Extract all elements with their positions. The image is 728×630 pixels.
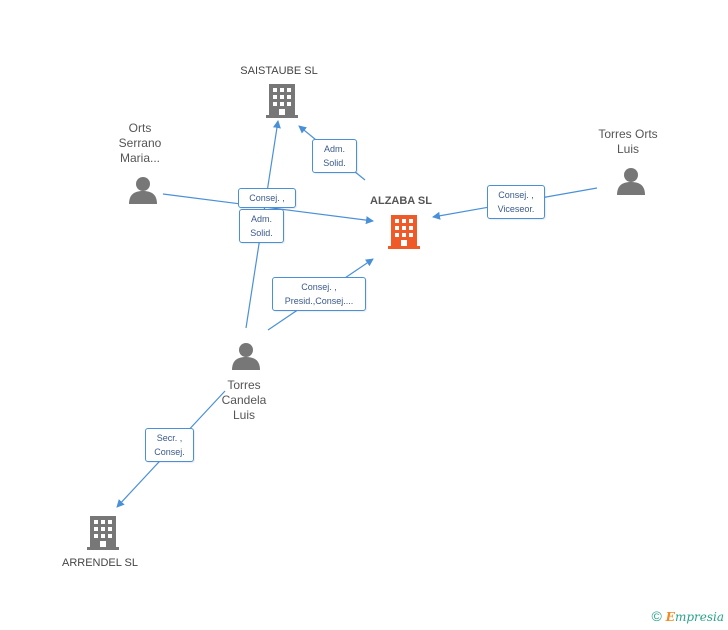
company-label-saistaube[interactable]: SAISTAUBE SL: [240, 65, 318, 77]
edge-label-line: Adm.: [323, 144, 345, 154]
person-label-line: Torres Orts: [598, 127, 658, 141]
copyright-brand: ©Empresia: [651, 608, 724, 624]
person-label-line: Torres: [227, 378, 261, 392]
edge-label-saistaube-alzaba[interactable]: Adm. Solid.: [312, 139, 357, 173]
person-label-line: Serrano: [118, 136, 162, 150]
company-label-alzaba[interactable]: ALZABA SL: [370, 195, 432, 207]
copyright-icon: ©: [651, 608, 662, 624]
edge-label-line: Consej. ,: [249, 193, 285, 203]
edge-label-orts-alzaba-adm[interactable]: Adm. Solid.: [239, 209, 284, 243]
edge-label-line: Presid.,Consej....: [284, 296, 354, 306]
brand-logo-text: mpresia: [674, 610, 724, 624]
person-label-line: Luis: [232, 408, 255, 422]
edge-label-line: Adm.: [250, 214, 272, 224]
person-icon-torres-candela[interactable]: [231, 342, 261, 370]
edge-label-line: Secr. ,: [156, 433, 183, 443]
edge-label-line: Consej. ,: [498, 190, 534, 200]
person-label-line: Candela: [221, 393, 267, 407]
building-icon-saistaube[interactable]: [266, 84, 298, 118]
edge-label-line: Consej. ,: [301, 282, 337, 292]
company-label-arrendel[interactable]: ARRENDEL SL: [61, 557, 138, 569]
edge-label-line: Solid.: [250, 228, 273, 238]
edge-label-line: Consej.: [154, 447, 185, 457]
brand-logo-initial: E: [665, 610, 675, 624]
person-label-torres-orts[interactable]: Torres Orts Luis: [583, 127, 673, 157]
edge-label-candela-alzaba[interactable]: Consej. , Presid.,Consej....: [272, 277, 366, 311]
edge-label-line: Viceseor.: [497, 204, 535, 214]
edge-label-orts-alzaba[interactable]: Consej. ,: [238, 188, 296, 208]
person-icon-torres-orts[interactable]: [616, 167, 646, 195]
brand-logo: Empresia: [666, 610, 724, 624]
person-label-torres-candela[interactable]: Torres Candela Luis: [204, 378, 284, 423]
person-label-line: Maria...: [119, 151, 160, 165]
edge-label-line: Solid.: [323, 158, 346, 168]
building-icon-arrendel[interactable]: [87, 516, 119, 550]
edge-label-torresorts-alzaba[interactable]: Consej. , Viceseor.: [487, 185, 545, 219]
building-icon-alzaba[interactable]: [388, 215, 420, 249]
person-label-line: Luis: [616, 142, 639, 156]
person-icon-orts[interactable]: [128, 176, 158, 204]
person-label-orts[interactable]: Orts Serrano Maria...: [100, 121, 180, 166]
person-label-line: Orts: [128, 121, 152, 135]
edge-label-candela-arrendel[interactable]: Secr. , Consej.: [145, 428, 194, 462]
